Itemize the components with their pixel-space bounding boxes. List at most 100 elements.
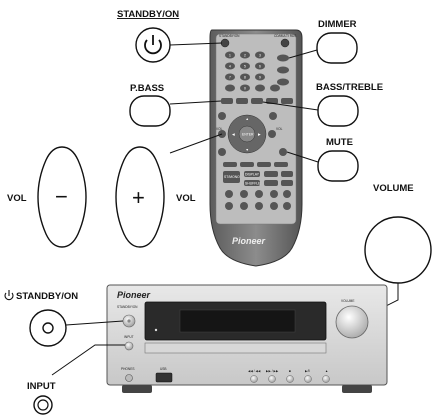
remote-key-5-label: 5 [244, 65, 246, 69]
remote-vol-plus-button[interactable] [268, 130, 276, 138]
remote-key-round-8[interactable] [255, 202, 263, 210]
callout-input-button [33, 395, 53, 415]
unit-disc-tray [144, 342, 327, 354]
power-icon-small [4, 290, 14, 301]
callout-dimmer-line [288, 49, 318, 59]
unit-phones-jack[interactable] [125, 374, 133, 382]
remote-key-0-label: 0 [244, 87, 246, 91]
callout-dimmer-label: DIMMER [318, 19, 357, 30]
remote-enter-button[interactable] [238, 125, 256, 143]
unit-play-pause-button[interactable] [304, 375, 312, 383]
unit-transport-controls: ◀◀ / ◀◀ ▶▶ / ▶▶ ■ ▶/II ▲ [248, 369, 330, 383]
power-icon [144, 35, 162, 55]
remote-key-9-label: 9 [259, 76, 261, 80]
remote-key-4-label: 4 [229, 65, 231, 69]
remote-key-round-10[interactable] [283, 202, 291, 210]
remote-key-lower-3[interactable] [257, 162, 271, 167]
remote-key-9[interactable] [255, 73, 265, 81]
unit-input-label: INPUT [124, 335, 134, 339]
unit-transport-label-4: ▶/II [305, 369, 310, 373]
remote-key-side-b[interactable] [277, 78, 289, 86]
remote-key-5[interactable] [240, 62, 250, 70]
remote-pbass-button[interactable] [221, 98, 233, 104]
unit-volume-knob[interactable] [335, 305, 369, 339]
unit-volume-label: VOLUME [341, 299, 354, 303]
remote-key-round-9[interactable] [270, 202, 278, 210]
remote-key-row2-c[interactable] [281, 98, 293, 104]
remote-vol-left-label: VOL [216, 127, 223, 131]
remote-key-lower-1[interactable] [223, 162, 237, 167]
remote-key-round-4[interactable] [270, 190, 278, 198]
remote-key-lower-7[interactable] [264, 180, 278, 186]
callout-vol-right-label: VOL [176, 193, 196, 204]
callout-unit-standby-ring [42, 322, 54, 334]
remote-key-3[interactable] [255, 51, 265, 59]
remote-key-side-c[interactable] [225, 84, 235, 92]
remote-key-round-3[interactable] [255, 190, 263, 198]
remote-nav-pad: ENTER ▲ ▼ ◀ ▶ [227, 114, 267, 154]
remote-brand-logo: Pioneer [232, 236, 266, 246]
remote-key-1[interactable] [225, 51, 235, 59]
remote-key-6[interactable] [255, 62, 265, 70]
remote-key-round-2[interactable] [240, 190, 248, 198]
remote-shuffle-button[interactable] [244, 180, 260, 186]
remote-key-lower-2[interactable] [240, 162, 254, 167]
remote-key-lower-left[interactable] [218, 148, 226, 156]
remote-key-row2-a[interactable] [236, 98, 248, 104]
remote-nav-down-icon: ▼ [246, 148, 249, 152]
unit-stop-button[interactable] [286, 375, 294, 383]
remote-st-mono-button[interactable] [223, 171, 240, 183]
remote-shuffle-label: SHUFFLE [245, 182, 261, 186]
remote-key-round-5[interactable] [283, 190, 291, 198]
remote-key-8[interactable] [240, 73, 250, 81]
remote-mute-button[interactable] [279, 148, 287, 156]
remote-key-side-a[interactable] [277, 66, 289, 74]
remote-nav-up-icon: ▲ [246, 117, 249, 121]
unit-display-indicator [154, 328, 158, 332]
remote-display-label: DISPLAY [245, 173, 260, 177]
remote-side-button-left[interactable] [218, 112, 226, 120]
unit-usb-port[interactable] [155, 372, 173, 383]
callout-dimmer-button [316, 32, 358, 64]
remote-key-lower-8[interactable] [281, 180, 293, 186]
unit-usb-label: USB [160, 367, 167, 371]
remote-bass-treble-button[interactable] [251, 98, 263, 104]
callout-unit-standby-button [29, 309, 67, 347]
remote-key-2[interactable] [240, 51, 250, 59]
remote-side-button-right[interactable] [269, 112, 277, 120]
remote-key-0[interactable] [240, 84, 250, 92]
callout-vol-line [169, 133, 223, 154]
remote-key-lower-4[interactable] [274, 162, 288, 167]
remote-key-1-label: 1 [229, 54, 231, 58]
callout-vol-left-label: VOL [7, 193, 27, 204]
remote-lower-buttons: ST/MONO DISPLAY SHUFFLE [223, 162, 293, 210]
remote-dimmer-key[interactable] [277, 54, 289, 62]
remote-key-round-6[interactable] [225, 202, 233, 210]
callout-pbass-button [129, 95, 171, 127]
remote-key-7[interactable] [225, 73, 235, 81]
remote-key-round-1[interactable] [225, 190, 233, 198]
unit-eject-button[interactable] [322, 375, 330, 383]
unit-input-button[interactable] [124, 341, 134, 351]
remote-key-lower-5[interactable] [264, 171, 278, 177]
remote-key-lower-6[interactable] [281, 171, 293, 177]
callout-pbass-label: P.BASS [130, 83, 164, 94]
remote-key-4[interactable] [225, 62, 235, 70]
remote-key-side-d[interactable] [255, 84, 265, 92]
unit-prev-button[interactable] [250, 375, 258, 383]
callout-volume-label: VOLUME [373, 183, 414, 194]
remote-key-side-e[interactable] [270, 84, 280, 92]
callout-input-ring [37, 399, 49, 411]
remote-standby-button[interactable] [220, 38, 230, 48]
unit-phones-label: PHONES [121, 367, 134, 371]
remote-display-button[interactable] [244, 171, 260, 177]
vol-plus-icon: + [132, 185, 145, 210]
callout-input-label: INPUT [27, 381, 56, 392]
unit-transport-label-3: ■ [289, 369, 291, 373]
unit-callouts: STANDBY/ON INPUT [4, 290, 125, 415]
unit-next-button[interactable] [268, 375, 276, 383]
callout-standby-line [169, 42, 223, 46]
remote-key-round-7[interactable] [240, 202, 248, 210]
remote-enter-label: ENTER [242, 133, 254, 137]
remote-cd-multi-button[interactable] [280, 38, 290, 48]
